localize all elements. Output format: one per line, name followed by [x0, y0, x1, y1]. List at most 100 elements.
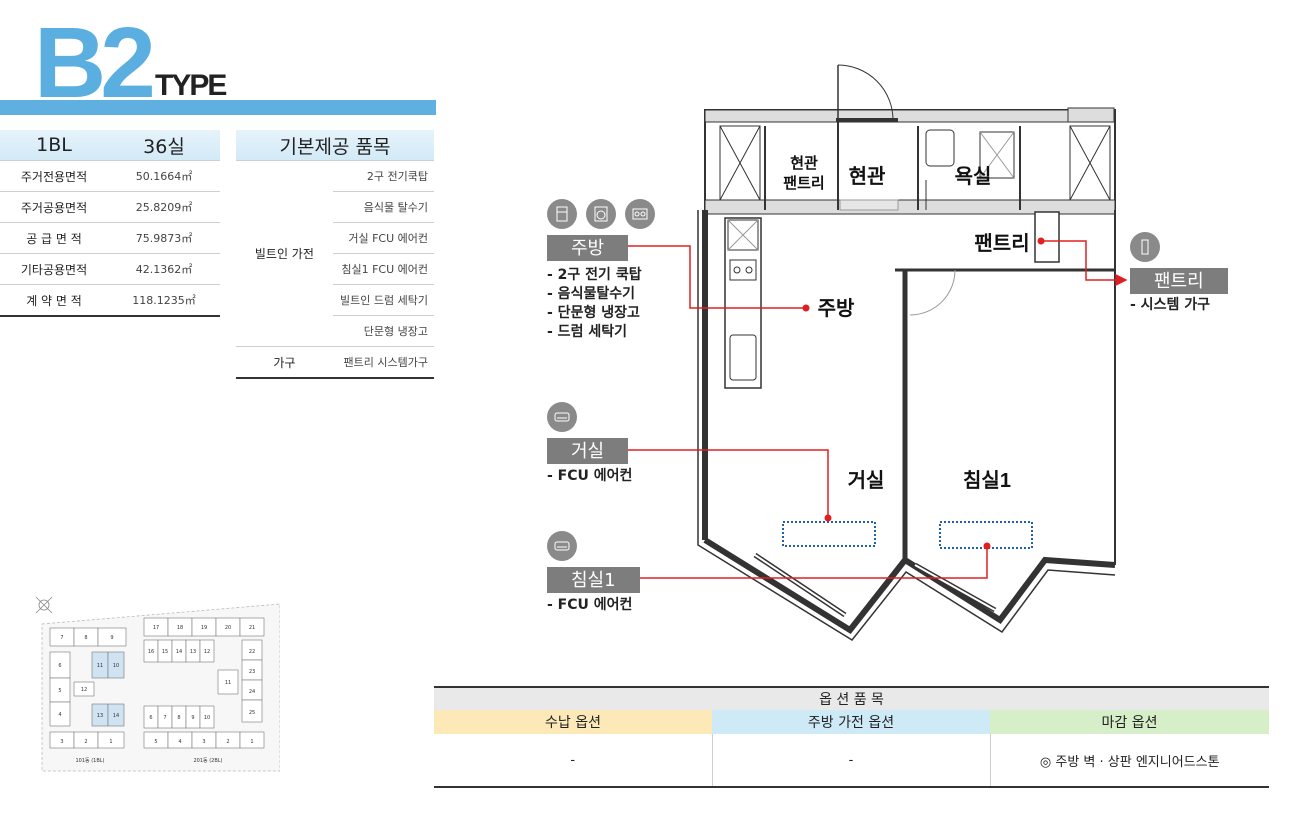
svg-text:3: 3: [60, 739, 63, 745]
callout-line-pantry: [1041, 240, 1128, 286]
floor-plan: 현관 팬트리 현관 욕실 팬트리 주방 거실 침실1: [697, 64, 1116, 641]
svg-text:8: 8: [177, 715, 180, 721]
builtin-label: 빌트인 가전: [236, 160, 333, 347]
svg-text:1: 1: [250, 739, 253, 745]
room-label-bath: 욕실: [955, 165, 992, 188]
svg-text:24: 24: [249, 689, 255, 695]
callout-list-kitchen: - 2구 전기 쿡탑 - 음식물탈수기 - 단문형 냉장고 - 드럼 세탁기: [547, 267, 642, 340]
type-word: TYPE: [155, 69, 227, 102]
svg-text:3: 3: [202, 739, 205, 745]
svg-text:17: 17: [153, 625, 159, 631]
svg-text:7: 7: [163, 715, 166, 721]
table-row: 단문형 냉장고: [236, 315, 434, 347]
callout-list-living: - FCU 에어컨: [547, 468, 633, 484]
svg-text:13: 13: [190, 649, 196, 655]
aircon-icon: [547, 402, 577, 432]
svg-text:5: 5: [58, 688, 61, 694]
room-label-entrance: 현관: [849, 165, 886, 188]
callout-line-bedroom: [617, 546, 988, 584]
options-title: 옵 션 품 목: [434, 686, 1269, 710]
svg-text:15: 15: [162, 649, 168, 655]
basic-items-title: 기본제공 품목: [236, 130, 434, 161]
room-label-kitchen: 주방: [818, 297, 855, 320]
compass-icon: [35, 596, 53, 614]
svg-text:7: 7: [60, 635, 63, 641]
svg-text:25: 25: [249, 710, 255, 716]
aircon-icon: [547, 531, 577, 561]
svg-text:12: 12: [81, 687, 87, 693]
room-label-bedroom: 침실1: [963, 469, 1011, 492]
site-plan: 7 8 9 6 11 10 5 12 4 13 14 3 2 1 17 18 1…: [35, 596, 280, 772]
refrigerator-icon: [547, 199, 577, 229]
bldg-label-201: 201동 (2BL): [193, 758, 222, 764]
furniture-label: 가구: [236, 346, 333, 379]
table-row: 침실1 FCU 에어컨: [236, 253, 434, 285]
svg-text:16: 16: [148, 649, 154, 655]
room-label-entry-pantry: 현관: [790, 155, 818, 172]
cabinet-icon: [1130, 232, 1160, 262]
callout-tag-living: 거실: [547, 438, 629, 464]
svg-text:5: 5: [154, 739, 157, 745]
site-units: 7 8 9 6 11 10 5 12 4 13 14 3 2 1 17 18 1…: [49, 617, 265, 764]
room-label-living: 거실: [848, 469, 885, 492]
svg-text:20: 20: [225, 625, 231, 631]
option-header-kitchen: 주방 가전 옵션: [712, 710, 990, 734]
callout-tag-pantry: 팬트리: [1130, 268, 1228, 294]
header-bar: [0, 100, 436, 115]
svg-text:14: 14: [176, 649, 182, 655]
option-value-storage: -: [434, 734, 713, 788]
option-value-finish: ◎ 주방 벽 · 상판 엔지니어드스톤: [990, 734, 1269, 788]
svg-text:4: 4: [178, 739, 181, 745]
callout-line-living: [617, 444, 829, 518]
units-header: 36실: [108, 130, 220, 161]
svg-text:12: 12: [204, 649, 210, 655]
kitchen-icons: [547, 199, 659, 233]
svg-text:8: 8: [84, 635, 87, 641]
table-row: 음식물 탈수기: [236, 191, 434, 223]
svg-text:11: 11: [97, 663, 103, 669]
svg-text:22: 22: [249, 649, 255, 655]
table-row: 가구 팬트리 시스템가구: [236, 346, 434, 379]
svg-text:6: 6: [149, 715, 152, 721]
cooktop-icon: [625, 199, 656, 229]
option-header-storage: 수납 옵션: [434, 710, 712, 734]
type-code: B2: [34, 7, 156, 119]
svg-text:2: 2: [84, 739, 87, 745]
svg-text:9: 9: [191, 715, 194, 721]
svg-text:21: 21: [249, 625, 255, 631]
svg-text:10: 10: [113, 663, 119, 669]
svg-text:19: 19: [201, 625, 207, 631]
callout-line-kitchen: [617, 240, 806, 309]
svg-text:4: 4: [58, 712, 61, 718]
room-label-pantry: 팬트리: [974, 232, 1029, 255]
callout-list-pantry: - 시스템 가구: [1130, 297, 1210, 313]
table-row: 거실 FCU 에어컨: [236, 222, 434, 254]
table-row: 빌트인 드럼 세탁기: [236, 284, 434, 316]
callout-tag-bedroom: 침실1: [547, 567, 640, 593]
living-ac-unit: [782, 521, 876, 547]
svg-text:14: 14: [113, 713, 119, 719]
svg-text:1: 1: [109, 739, 112, 745]
svg-text:11: 11: [225, 680, 231, 686]
callout-list-bedroom: - FCU 에어컨: [547, 597, 633, 613]
block-header: 1BL: [0, 130, 108, 161]
room-label-entry-pantry-2: 팬트리: [783, 175, 824, 192]
svg-text:13: 13: [97, 713, 103, 719]
svg-text:10: 10: [204, 715, 210, 721]
basic-items-table: 기본제공 품목 빌트인 가전 2구 전기쿡탑 음식물 탈수기 거실 FCU 에어…: [236, 130, 434, 379]
svg-text:18: 18: [177, 625, 183, 631]
table-row: 빌트인 가전 2구 전기쿡탑: [236, 160, 434, 347]
washer-icon: [586, 199, 617, 229]
options-table: 옵 션 품 목 수납 옵션 주방 가전 옵션 마감 옵션 - - ◎ 주방 벽 …: [434, 686, 1269, 788]
callout-tag-kitchen: 주방: [547, 235, 629, 261]
svg-text:23: 23: [249, 669, 255, 675]
svg-text:9: 9: [110, 635, 113, 641]
option-value-kitchen: -: [712, 734, 991, 788]
